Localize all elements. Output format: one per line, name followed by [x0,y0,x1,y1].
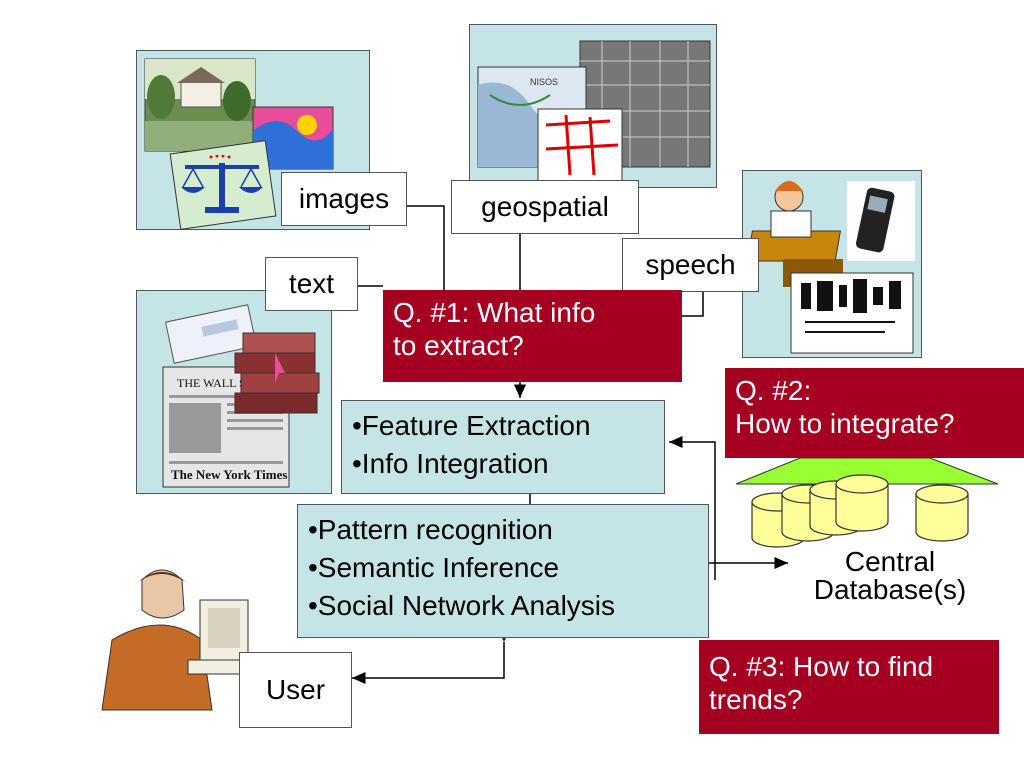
database-label-line-2: Database(s) [813,574,967,605]
question-3-box: Q. #3: How to find trends? [699,640,999,734]
extraction-item: •Info Integration [352,448,549,479]
analysis-box: •Pattern recognition •Semantic Inference… [297,504,709,638]
analysis-item: •Semantic Inference [308,552,560,583]
line-images [407,205,445,290]
question-2-box: Q. #2: How to integrate? [725,368,1024,458]
speech-clipart [746,181,915,354]
user-at-computer-icon [101,569,249,711]
question-1-line-2: to extract? [393,330,524,361]
geospatial-clipart: NISOS [477,40,711,184]
text-panel: THE WALL ST The New York Times [136,290,332,494]
speech-panel [742,170,922,358]
extraction-box: •Feature Extraction •Info Integration [341,400,665,494]
analysis-item: •Pattern recognition [308,514,553,545]
arrow-analysis-user [352,628,510,684]
question-2-line-1: Q. #2: [735,375,812,406]
arrow-db-to-extraction [669,436,716,580]
database-label-line-1: Central [844,546,936,577]
svg-text:NISOS: NISOS [530,77,558,87]
newspaper-masthead: The New York Times [171,467,287,482]
extraction-item: •Feature Extraction [352,410,591,441]
question-2-line-2: How to integrate? [735,408,955,439]
speech-label: speech [622,238,759,292]
question-3-line-2: trends? [709,684,803,715]
question-3-line-1: Q. #3: How to find [709,651,934,682]
question-1-box: Q. #1: What info to extract? [383,290,682,382]
text-clipart: THE WALL ST The New York Times [162,304,320,488]
images-clipart [144,58,334,230]
newspaper-header: THE WALL ST [177,376,254,390]
question-1-line-1: Q. #1: What info [393,297,596,328]
user-label: User [239,652,352,728]
scales-of-justice-icon [181,155,263,213]
geospatial-label: geospatial [451,180,639,234]
database-label: Central Database(s) [780,548,1000,604]
analysis-item: •Social Network Analysis [308,590,616,621]
central-database-icon [735,457,999,548]
geospatial-panel: NISOS [469,24,717,188]
text-label: text [265,257,358,311]
images-panel [136,50,370,230]
line-speech [682,290,704,317]
images-label: images [281,172,407,226]
